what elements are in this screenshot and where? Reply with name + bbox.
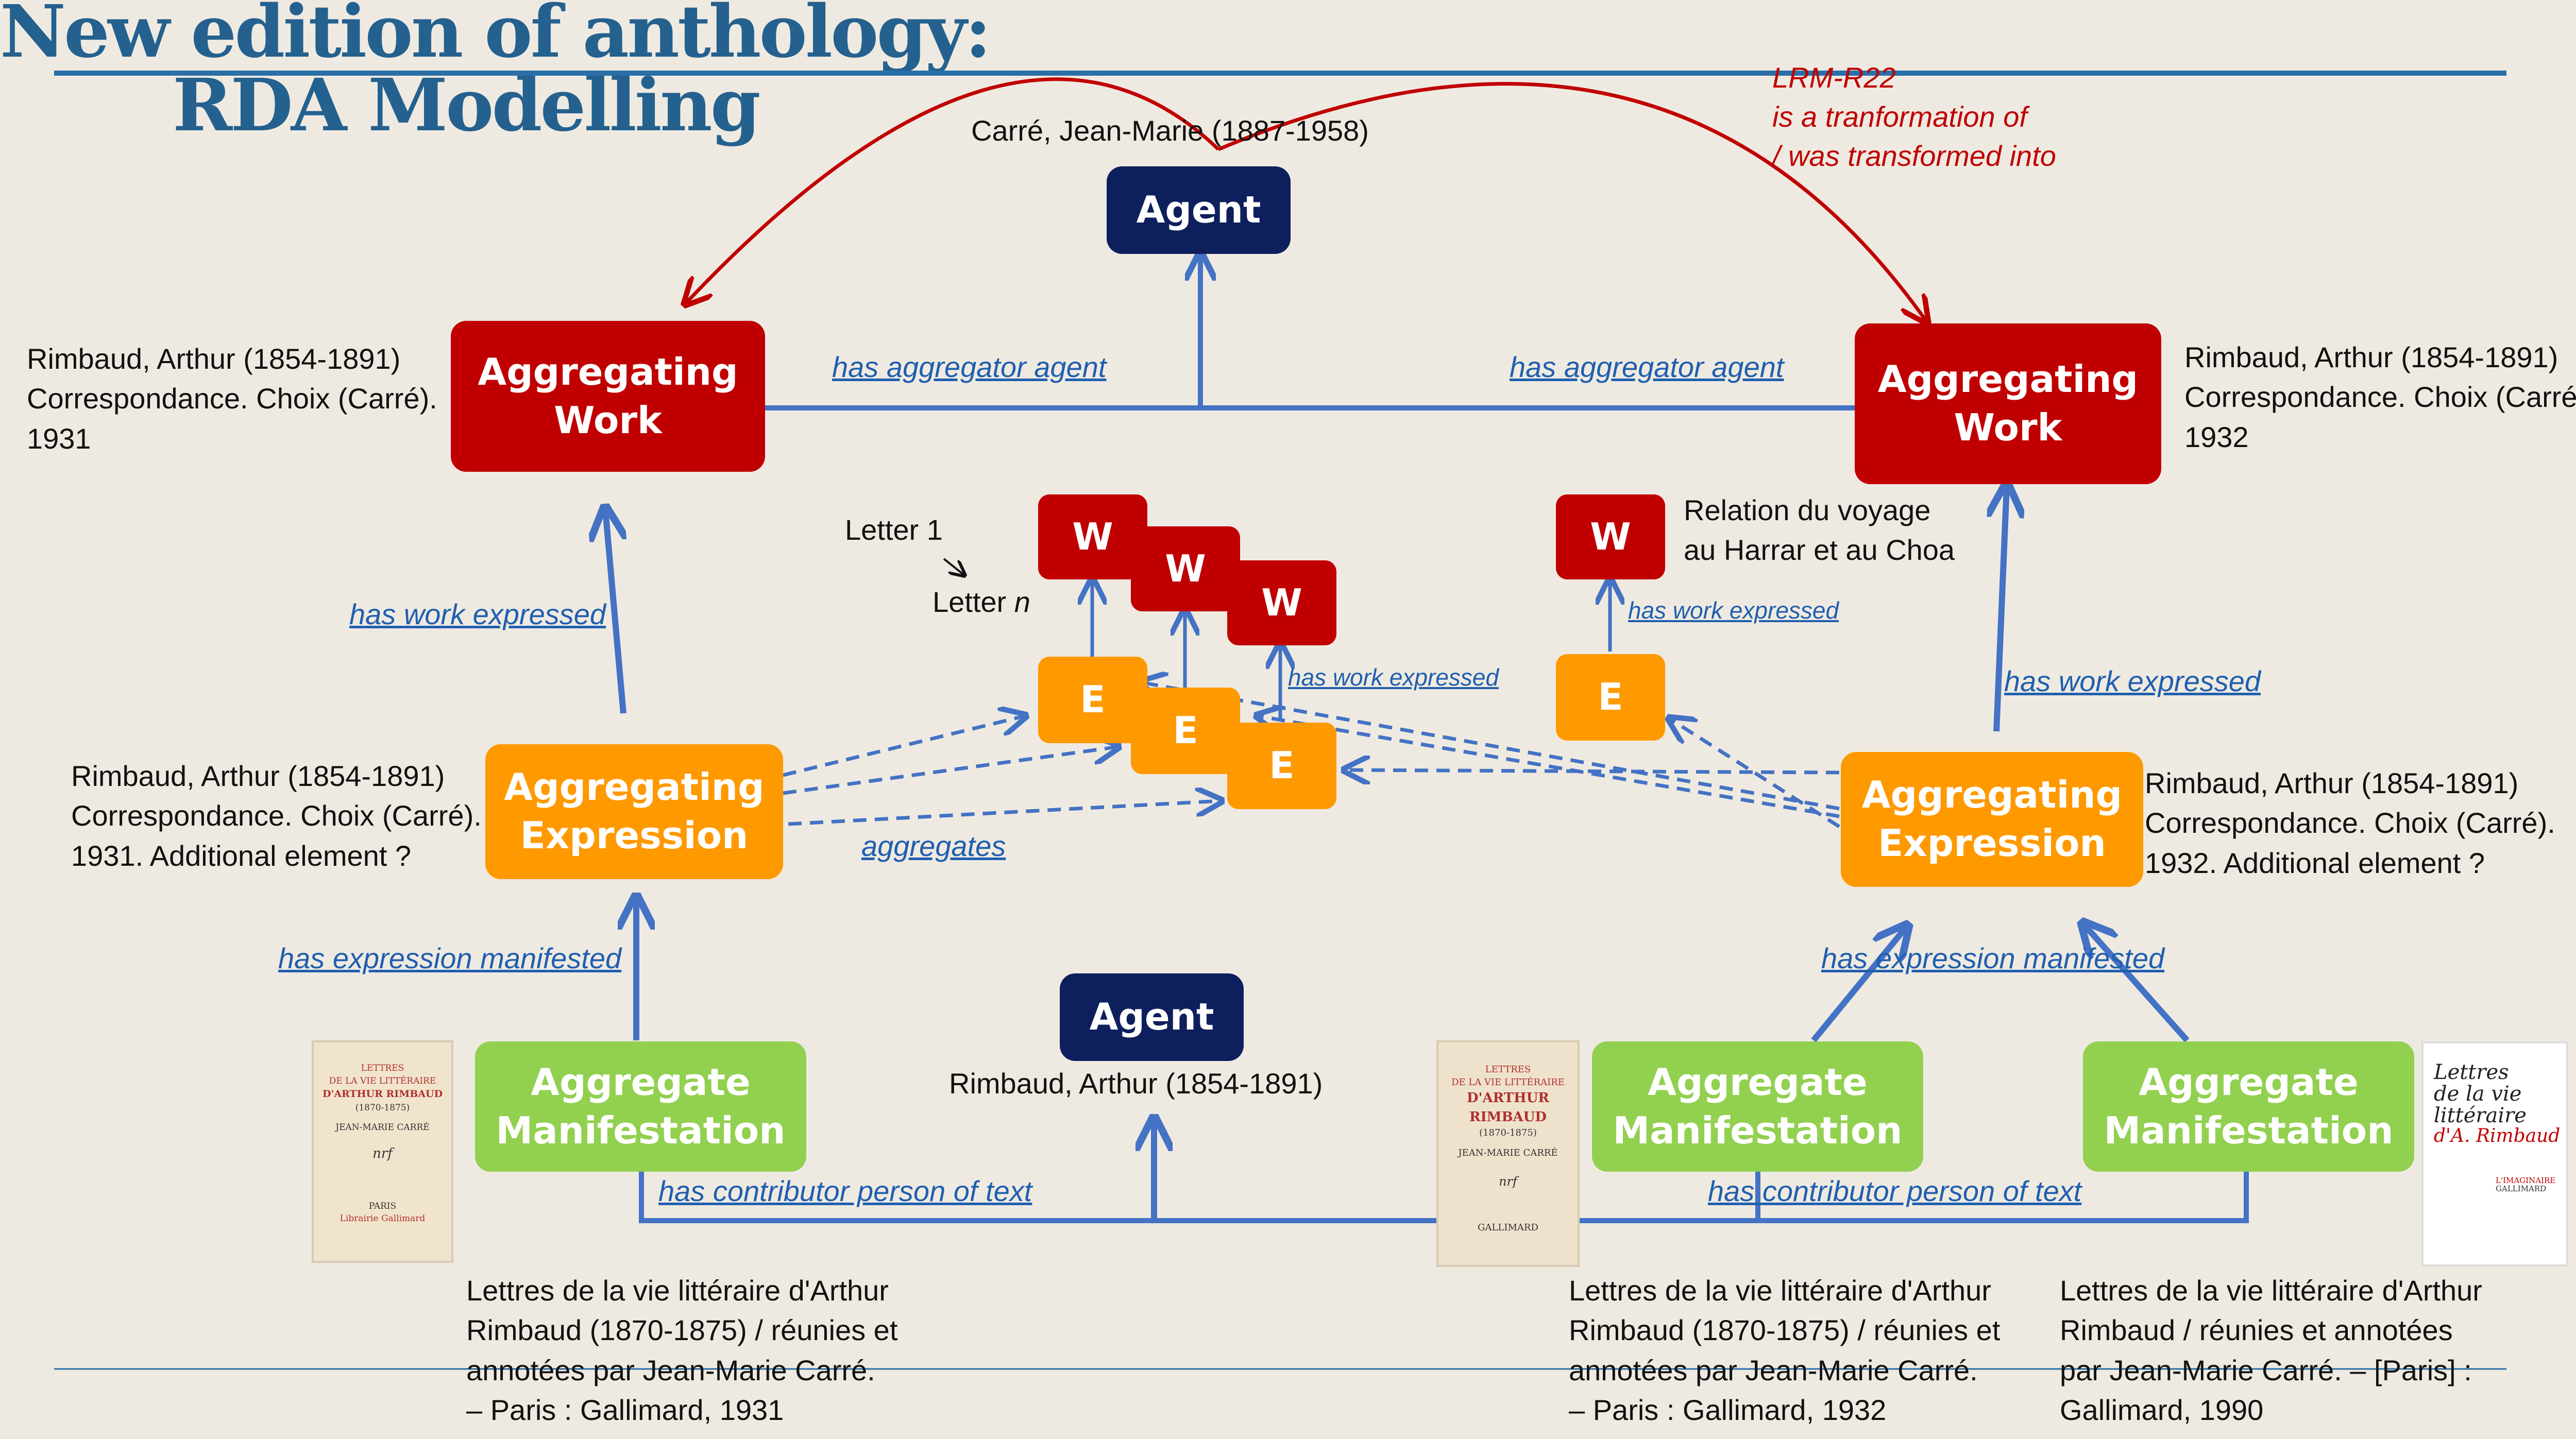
title-line-1: New edition of anthology:	[0, 0, 991, 74]
work-w-3: W	[1227, 560, 1336, 645]
aggregate-manifestation-right: Aggregate Manifestation	[2083, 1041, 2414, 1172]
letter-arrow	[943, 558, 964, 575]
title-line-2: RDA Modelling	[173, 63, 761, 148]
letter-n-italic: n	[1014, 586, 1030, 618]
work-w-2: W	[1131, 526, 1240, 611]
letter-n-prefix: Letter	[933, 586, 1014, 618]
cover-line: D'ARTHUR	[1466, 1090, 1550, 1106]
aggregates-label: aggregates	[861, 830, 1006, 862]
work-right-description: Rimbaud, Arthur (1854-1891) Correspondan…	[2184, 341, 2576, 453]
aggregates-line	[1669, 718, 1840, 828]
rimbaud-agent-label: Rimbaud, Arthur (1854-1891)	[949, 1067, 1323, 1100]
has-contributor-left: has contributor person of text	[658, 1175, 1032, 1207]
agent-box-bottom: Agent	[1060, 973, 1244, 1061]
cover-line: GALLIMARD	[1478, 1222, 1538, 1234]
cover-line: DE LA VIE LITTÉRAIRE	[1451, 1077, 1565, 1088]
work-left-description: Rimbaud, Arthur (1854-1891) Correspondan…	[27, 342, 437, 455]
book-cover-1990: Lettres de la vie littéraire d'A. Rimbau…	[2421, 1041, 2568, 1266]
aggregating-work-right: Aggregating Work	[1855, 323, 2161, 484]
cover-line: (1870-1875)	[1479, 1127, 1537, 1139]
expression-manifested-right	[2084, 924, 2190, 1042]
carre-agent-label: Carré, Jean-Marie (1887-1958)	[971, 114, 1369, 147]
expression-right-description: Rimbaud, Arthur (1854-1891) Correspondan…	[2145, 767, 2555, 879]
cover-line: d'A. Rimbaud	[2434, 1125, 2561, 1146]
aggregates-line	[788, 801, 1221, 826]
expression-left-description: Rimbaud, Arthur (1854-1891) Correspondan…	[71, 760, 482, 872]
has-work-expressed-left: has work expressed	[349, 598, 606, 630]
aggregating-work-left: Aggregating Work	[451, 321, 765, 472]
has-aggregator-agent-right: has aggregator agent	[1510, 351, 1784, 383]
expression-e-4: E	[1556, 654, 1665, 741]
letter-1-label: Letter 1	[845, 513, 943, 546]
cover-line: GALLIMARD	[2496, 1184, 2547, 1193]
transformation-line3: / was transformed into	[1772, 140, 2056, 172]
manifestation-right-description: Lettres de la vie littéraire d'Arthur Ri…	[2060, 1274, 2482, 1426]
work-w-1: W	[1038, 494, 1147, 579]
cover-line: (1870-1875)	[355, 1102, 410, 1113]
transformation-code: LRM-R22	[1772, 61, 1896, 94]
relation-voyage-label: Relation du voyage au Harrar et au Choa	[1684, 494, 1955, 567]
work-w-4: W	[1556, 494, 1665, 579]
has-work-expressed-e: has work expressed	[1288, 664, 1499, 691]
manifestation-left-description: Lettres de la vie littéraire d'Arthur Ri…	[466, 1274, 898, 1426]
book-cover-1932: LETTRES DE LA VIE LITTÉRAIRE D'ARTHUR RI…	[1436, 1040, 1580, 1267]
cover-line: RIMBAUD	[1469, 1109, 1547, 1125]
book-cover-1931: LETTRES DE LA VIE LITTÉRAIRE D'ARTHUR RI…	[312, 1040, 453, 1263]
has-aggregator-agent-left: has aggregator agent	[832, 351, 1107, 383]
aggregate-manifestation-left: Aggregate Manifestation	[475, 1041, 806, 1172]
cover-line: littéraire	[2434, 1104, 2527, 1127]
has-contributor-right: has contributor person of text	[1708, 1175, 2082, 1207]
manifestation-mid-description: Lettres de la vie littéraire d'Arthur Ri…	[1569, 1274, 2001, 1426]
aggregates-line	[783, 747, 1118, 795]
cover-line: Librairie Gallimard	[340, 1213, 426, 1224]
transformation-line2: is a tranformation of	[1772, 100, 2027, 133]
expression-e-2: E	[1131, 688, 1240, 774]
cover-line: DE LA VIE LITTÉRAIRE	[329, 1075, 436, 1086]
has-work-expressed-voyage: has work expressed	[1628, 597, 1839, 624]
work-expressed-left	[605, 510, 623, 714]
cover-line: nrf	[372, 1146, 393, 1162]
has-expression-manifested-right: has expression manifested	[1821, 942, 2165, 974]
expression-e-1: E	[1038, 657, 1147, 743]
aggregates-line	[783, 716, 1025, 777]
aggregating-expression-left: Aggregating Expression	[485, 744, 783, 879]
cover-line: PARIS	[368, 1201, 397, 1211]
aggregates-line	[1257, 716, 1840, 818]
aggregate-manifestation-mid: Aggregate Manifestation	[1592, 1041, 1923, 1172]
cover-line: Lettres	[2434, 1060, 2509, 1084]
cover-line: JEAN-MARIE CARRÉ	[335, 1122, 430, 1133]
has-expression-manifested-left: has expression manifested	[278, 942, 622, 974]
cover-line: L'IMAGINAIRE	[2496, 1175, 2556, 1185]
cover-line: D'ARTHUR RIMBAUD	[322, 1088, 443, 1100]
cover-line: JEAN-MARIE CARRÉ	[1458, 1147, 1558, 1159]
has-work-expressed-right: has work expressed	[2004, 665, 2261, 697]
aggregating-expression-right: Aggregating Expression	[1841, 752, 2143, 887]
cover-line: LETTRES	[1485, 1064, 1531, 1075]
expression-e-3: E	[1227, 723, 1336, 809]
expression-manifested-mid	[1811, 927, 1906, 1042]
agent-box-top: Agent	[1107, 166, 1291, 254]
cover-line: de la vie	[2434, 1082, 2522, 1106]
aggregates-line	[1345, 770, 1840, 773]
letter-n-label: Letter n	[933, 582, 1030, 622]
transformation-arc	[1217, 82, 1927, 322]
cover-line: nrf	[1499, 1174, 1517, 1189]
transformation-arc	[685, 77, 1220, 304]
cover-line: LETTRES	[361, 1063, 404, 1073]
work-expressed-right	[1996, 487, 2007, 732]
